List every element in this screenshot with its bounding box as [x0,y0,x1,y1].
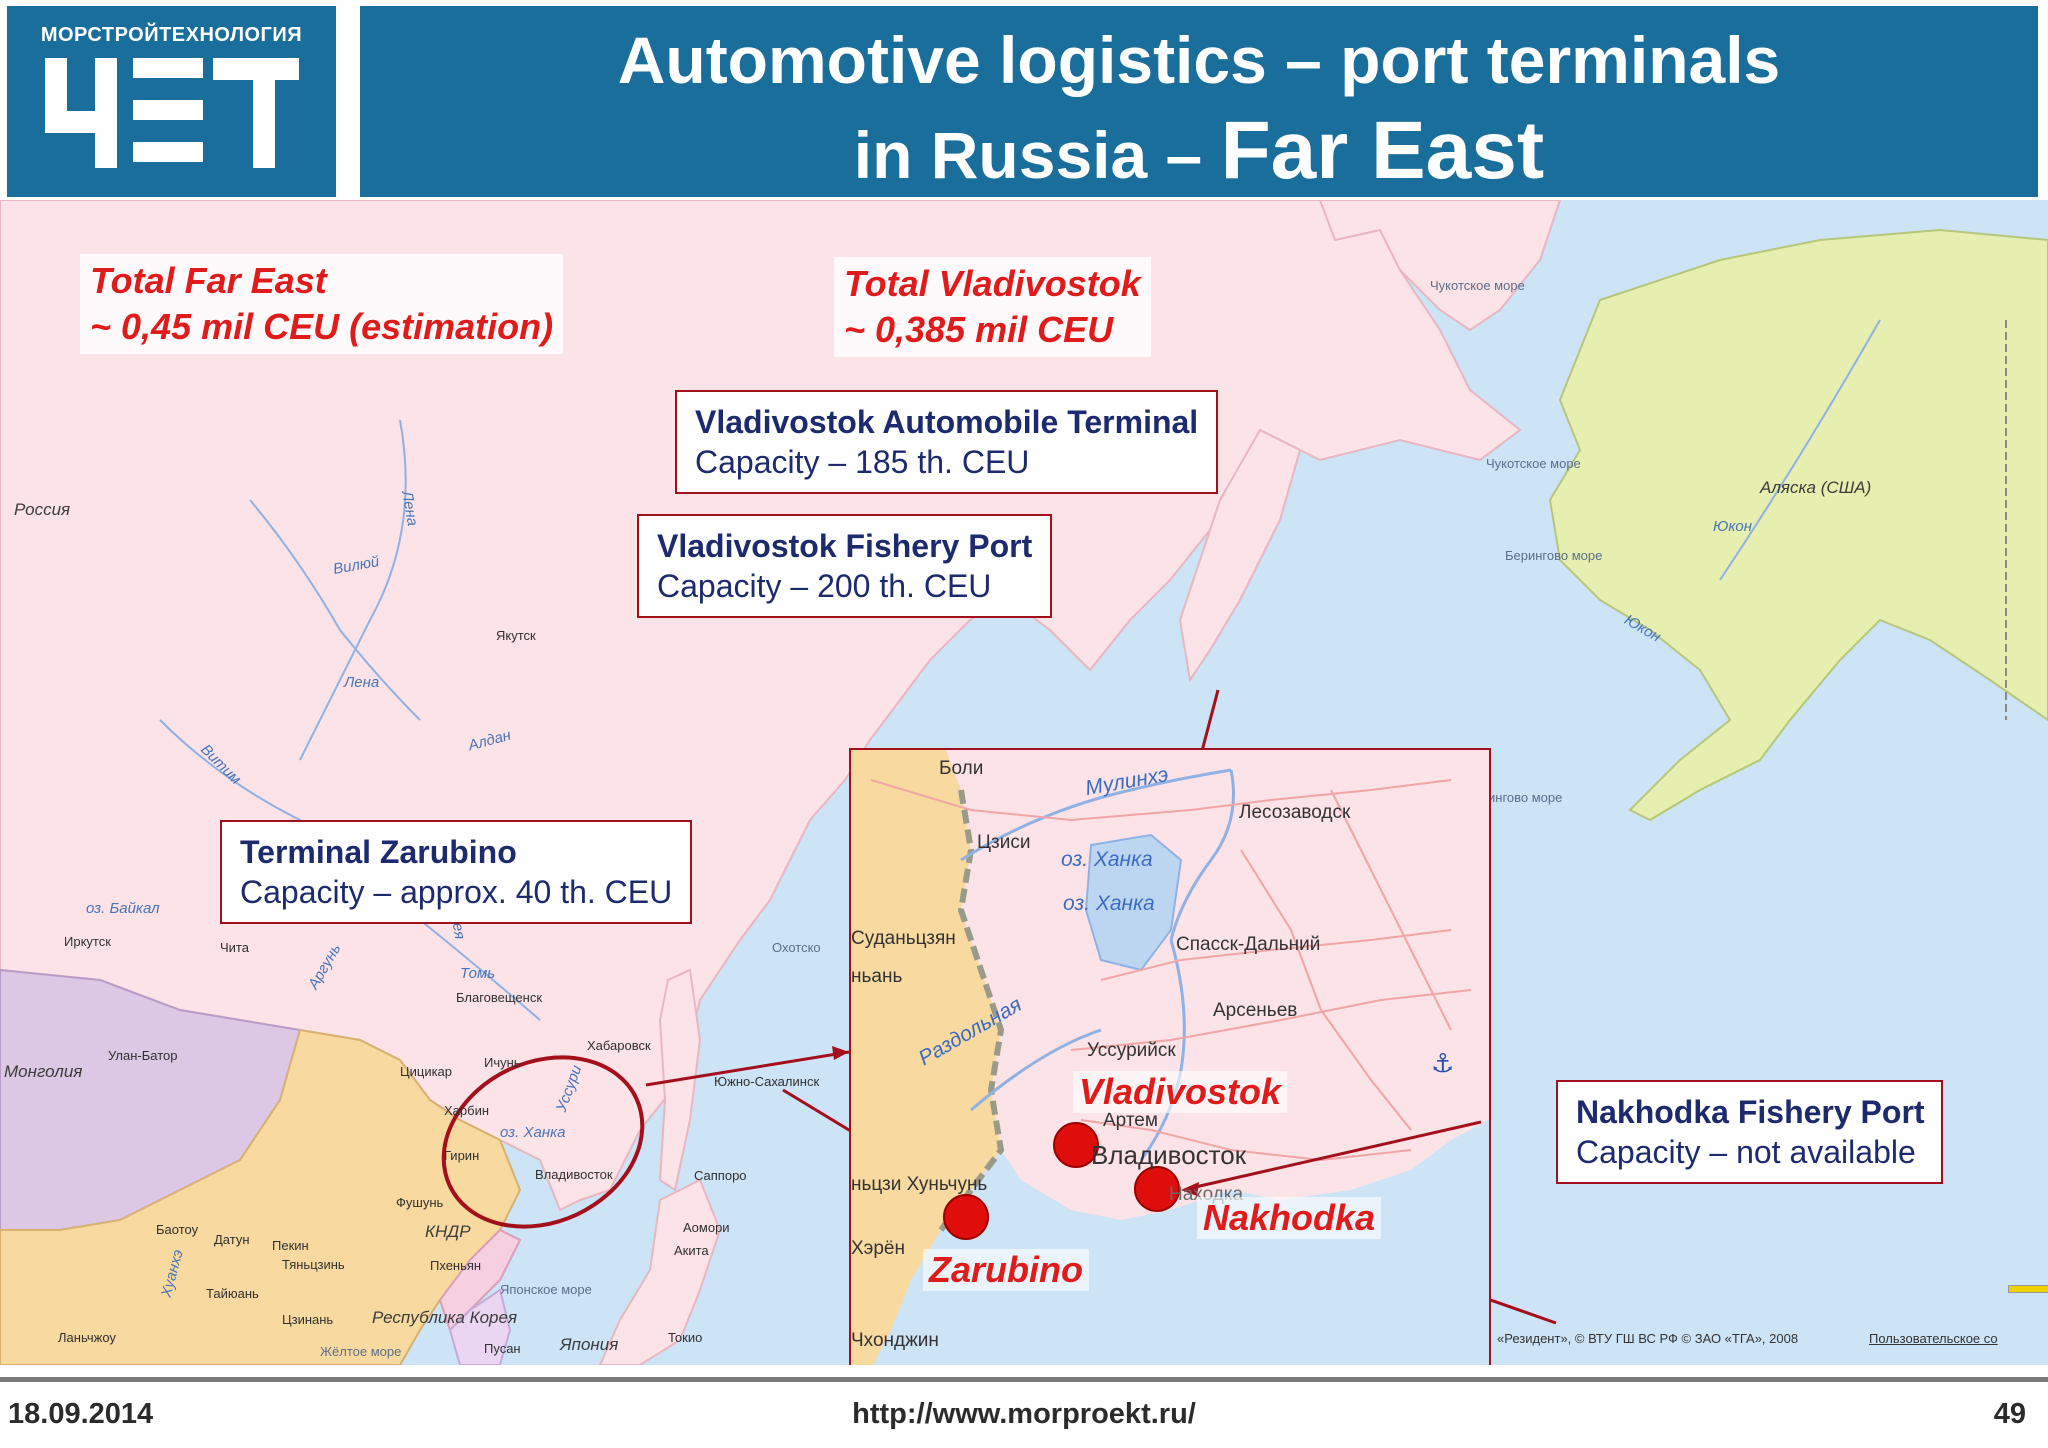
city-vladivostok-main: Владивосток [535,1167,613,1182]
city-fushun: Фушунь [396,1195,444,1210]
callout-nakhodka-title: Nakhodka Fishery Port [1576,1094,1925,1130]
total-far-east-value: ~ 0,45 mil CEU (estimation) [90,306,554,347]
city-baotou: Баотоу [156,1222,199,1237]
callout-vfp-title: Vladivostok Fishery Port [657,528,1033,564]
inset-city-kheren: Хэрён [851,1238,905,1259]
city-chita: Чита [220,940,249,955]
inset-city-vladivostok: Владивосток [1091,1140,1247,1170]
far-east-map: Россия Монголия КНДР Республика Корея Яп… [0,200,2048,1365]
primorye-inset-map: ⚓ Боли Цзиси Мулинхэ оз. Ханка оз. Ханка… [849,748,1491,1365]
city-blagoveshchensk: Благовещенск [456,990,543,1005]
inset-city-nyan: ньань [851,966,903,987]
inset-city-boli: Боли [939,758,984,779]
label-baikal: оз. Байкал [86,900,160,917]
label-lena-2: Лена [344,674,380,691]
label-japan-sea: Японское море [500,1282,592,1297]
label-bering-sea-1: Берингово море [1505,548,1603,563]
label-dprk: КНДР [425,1222,471,1241]
city-jinan: Цзинань [282,1312,334,1327]
callout-vladivostok-automobile-terminal: Vladivostok Automobile Terminal Capacity… [675,390,1219,494]
label-okhotsk-sea: Охотско [772,940,821,955]
inset-city-artem: Артем [1103,1110,1158,1131]
inset-city-spassk: Спасск-Дальний [1176,934,1321,955]
city-lanzhou: Ланьчжоу [58,1330,116,1345]
callout-zarubino-title: Terminal Zarubino [240,834,517,870]
slide-title-line-1: Automotive logistics – port terminals [617,23,1781,97]
label-russia: Россия [14,500,71,519]
callout-nakhodka-capacity: Capacity – not available [1576,1134,1916,1170]
label-khanka-main: оз. Ханка [500,1124,566,1141]
callout-zarubino-capacity: Capacity – approx. 40 th. CEU [240,874,673,910]
city-pyongyang: Пхеньян [430,1258,482,1273]
inset-city-arsenyev: Арсеньев [1213,1000,1298,1021]
callout-nakhodka-fishery-port: Nakhodka Fishery Port Capacity – not ava… [1556,1080,1943,1184]
total-vladivostok-value: ~ 0,385 mil CEU [844,309,1114,350]
inset-city-lesozavodsk: Лесозаводск [1239,802,1351,823]
port-label-vladivostok: Vladivostok [1073,1071,1288,1113]
slide-title-line-2-prefix: in Russia – [853,118,1221,192]
callout-terminal-zarubino: Terminal Zarubino Capacity – approx. 40 … [220,820,693,924]
inset-lake-khanka-2: оз. Ханка [1063,892,1155,915]
inset-city-ussuriysk: Уссурийск [1087,1040,1176,1061]
city-khabarovsk: Хабаровск [587,1038,651,1053]
inset-city-khunchun: ньцзи Хуньчунь [851,1174,988,1195]
city-sapporo: Саппоро [694,1168,747,1183]
city-taiyuan: Тайюань [206,1286,259,1301]
city-ulaanbaatar: Улан-Батор [108,1048,178,1063]
footer-divider [0,1377,2048,1382]
city-akita: Акита [674,1243,709,1258]
logo-panel: МОРСТРОЙТЕХНОЛОГИЯ [7,6,336,197]
footer-url[interactable]: http://www.morproekt.ru/ [852,1398,1196,1430]
map-scale-bar [2008,1285,2048,1293]
city-ichun: Ичунь [484,1055,521,1070]
city-harbin: Харбин [444,1103,490,1118]
city-beijing: Пекин [272,1238,309,1253]
label-mongolia: Монголия [4,1062,83,1081]
callout-vat-capacity: Capacity – 185 th. CEU [695,444,1030,480]
map-user-agreement-link[interactable]: Пользовательское со [1869,1331,1998,1346]
callout-vat-title: Vladivostok Automobile Terminal [695,404,1199,440]
port-label-zarubino: Zarubino [923,1249,1089,1291]
city-yuzhno-sakhalinsk: Южно-Сахалинск [714,1074,820,1089]
label-tom: Томь [460,965,496,982]
logo-caption: МОРСТРОЙТЕХНОЛОГИЯ [40,24,303,46]
map-copyright: «Резидент», © ВТУ ГШ ВС РФ © ЗАО «ТГА», … [1497,1331,1799,1346]
total-far-east: Total Far East ~ 0,45 mil CEU (estimatio… [80,254,564,354]
city-tianjin: Тяньцзинь [282,1257,345,1272]
label-yukon-1: Юкон [1713,518,1753,535]
total-vladivostok: Total Vladivostok ~ 0,385 mil CEU [834,257,1151,357]
label-alaska: Аляска (США) [1760,478,1872,497]
label-chukchi-sea-2: Чукотское море [1486,456,1581,471]
label-yellow-sea: Жёлтое море [320,1344,402,1359]
inset-city-tsisi: Цзиси [977,832,1031,853]
label-chukchi-sea-1: Чукотское море [1430,278,1525,293]
port-label-nakhodka: Nakhodka [1197,1197,1382,1239]
slide-title-line-2: in Russia – Far East [360,104,2038,198]
city-datun: Датун [214,1232,250,1247]
callout-vfp-capacity: Capacity – 200 th. CEU [657,568,992,604]
total-vladivostok-label: Total Vladivostok [844,263,1141,304]
footer-page-number: 49 [1993,1398,2026,1430]
city-tokyo: Токио [668,1330,703,1345]
city-yakutsk: Якутск [496,628,536,643]
city-busan: Пусан [484,1341,521,1356]
svg-text:⚓: ⚓ [1431,1049,1454,1079]
company-logo-mark [45,58,299,168]
city-girin: Гирин [444,1148,480,1163]
inset-city-chkhondzhin: Чхонджин [851,1330,939,1351]
slide-title-panel: Automotive logistics – port terminals in… [360,6,2038,197]
footer-date: 18.09.2014 [8,1398,154,1430]
city-aomori: Аомори [683,1220,730,1235]
inset-city-sudantszyan: Суданьцзян [851,928,956,949]
label-korea: Республика Корея [372,1308,518,1327]
city-irkutsk: Иркутск [64,934,111,949]
label-bering-sea-2: ингово море [1488,790,1563,805]
city-tsitsikar: Цицикар [400,1064,453,1079]
total-far-east-label: Total Far East [90,260,327,301]
label-japan: Япония [560,1335,619,1354]
inset-lake-khanka-1: оз. Ханка [1061,848,1153,871]
callout-vladivostok-fishery-port: Vladivostok Fishery Port Capacity – 200 … [637,514,1053,618]
slide-title-line-2-emphasis: Far East [1220,105,1545,196]
